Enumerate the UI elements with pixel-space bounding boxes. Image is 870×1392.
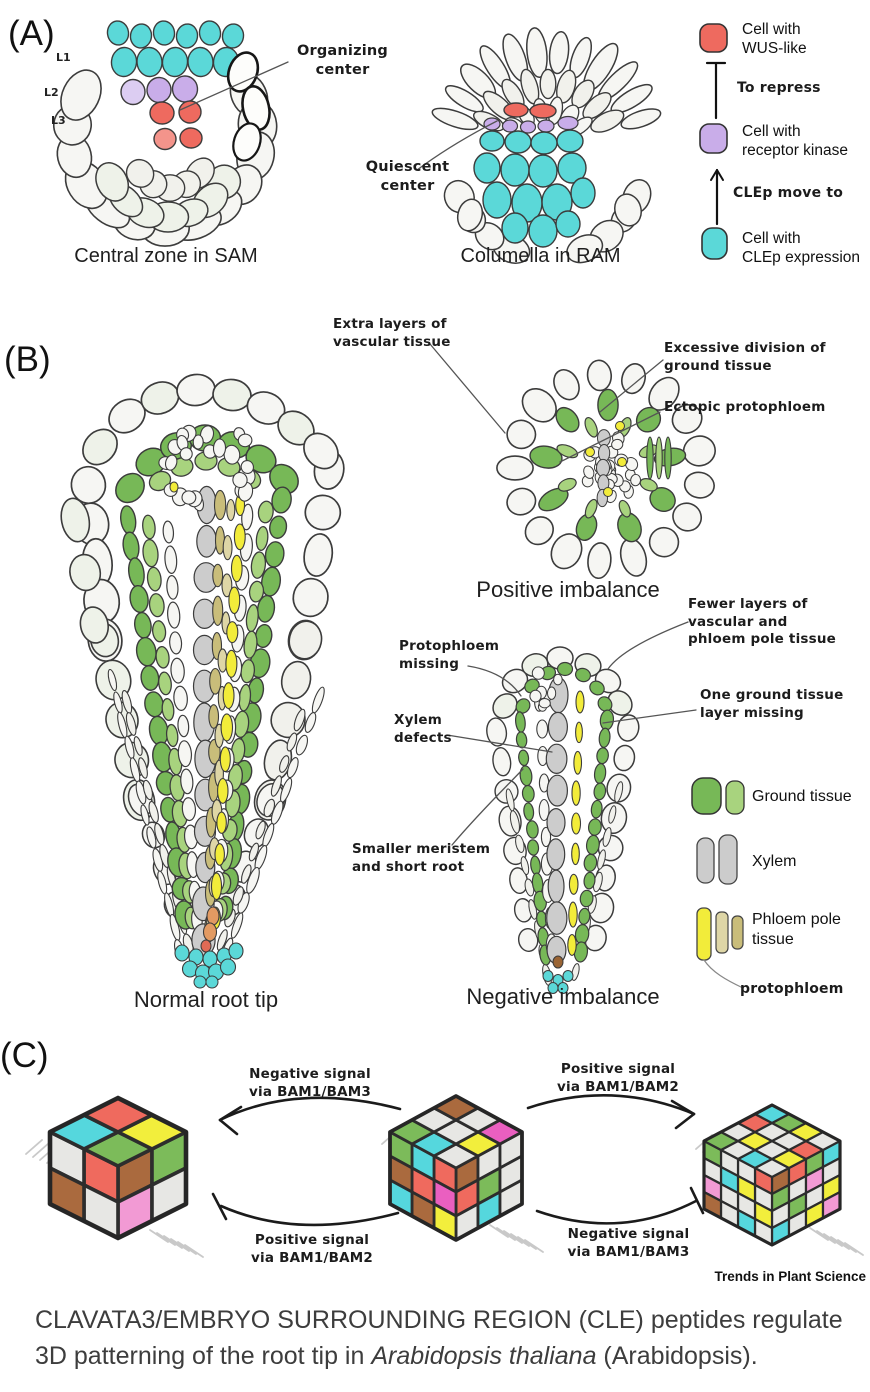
negative-imbalance-caption: Negative imbalance bbox=[466, 984, 660, 1009]
panel-b-legend bbox=[691, 777, 745, 989]
layer-label-l1: L1 bbox=[56, 51, 71, 64]
legend-clep-expression-label: Cell with CLEp expression bbox=[742, 230, 861, 267]
excessive-division-annotation: Excessive division of ground tissue bbox=[664, 340, 826, 374]
organizing-center-annotation: Organizing center bbox=[296, 43, 389, 78]
positive-signal-right-label: Positive signal via BAM1/BAM2 bbox=[557, 1061, 679, 1095]
panel-b-label: (B) bbox=[4, 340, 51, 379]
normal-root-diagram bbox=[60, 373, 345, 989]
layer-label-l3: L3 bbox=[51, 114, 66, 127]
legend-wus-label: Cell with WUS-like bbox=[742, 21, 807, 58]
fewer-layers-annotation: Fewer layers of vascular and phloem pole… bbox=[688, 596, 837, 648]
legend-clep-move-label: CLEp move to bbox=[733, 185, 844, 201]
quiescent-center-annotation: Quiescent center bbox=[365, 159, 450, 194]
panel-a-legend bbox=[699, 23, 728, 260]
caption-line1: CLAVATA3/EMBRYO SURROUNDING REGION (CLE)… bbox=[35, 1306, 843, 1334]
positive-imbalance-diagram bbox=[429, 343, 716, 580]
normal-root-caption: Normal root tip bbox=[133, 987, 279, 1012]
smaller-meristem-annotation: Smaller meristem and short root bbox=[352, 841, 491, 875]
xylem-defects-annotation: Xylem defects bbox=[394, 712, 452, 746]
ram-caption: Columella in RAM bbox=[460, 245, 621, 267]
legend-receptor-label: Cell with receptor kinase bbox=[742, 123, 848, 160]
ectopic-protophloem-annotation: Ectopic protophloem bbox=[664, 399, 826, 415]
cube-2x2 bbox=[25, 1095, 204, 1258]
sam-caption: Central zone in SAM bbox=[74, 245, 258, 267]
species-name: Arabidopsis thaliana bbox=[371, 1341, 597, 1370]
journal-name: Trends in Plant Science bbox=[714, 1269, 866, 1284]
panel-c-label: (C) bbox=[0, 1036, 49, 1075]
sam-diagram bbox=[52, 20, 289, 247]
legend-xylem-label: Xylem bbox=[752, 853, 797, 870]
figure-caption: CLAVATA3/EMBRYO SURROUNDING REGION (CLE)… bbox=[35, 1303, 847, 1374]
one-ground-annotation: One ground tissue layer missing bbox=[700, 687, 844, 721]
caption-line2: 3D patterning of the root tip in Arabido… bbox=[35, 1341, 758, 1370]
negative-imbalance-diagram bbox=[446, 621, 697, 994]
panel-a-label: (A) bbox=[8, 14, 55, 53]
negative-signal-left-label: Negative signal via BAM1/BAM3 bbox=[249, 1066, 371, 1100]
legend-phloem-pole-label: Phloem pole tissue bbox=[752, 911, 841, 948]
legend-ground-tissue-label: Ground tissue bbox=[752, 788, 852, 805]
layer-label-l2: L2 bbox=[44, 86, 59, 99]
signal-arrows bbox=[211, 1094, 705, 1227]
cube-3x3 bbox=[381, 1094, 544, 1253]
legend-protophloem-label: protophloem bbox=[740, 981, 844, 997]
legend-repress-label: To repress bbox=[737, 80, 821, 96]
positive-signal-left-label: Positive signal via BAM1/BAM2 bbox=[251, 1232, 373, 1266]
negative-signal-right-label: Negative signal via BAM1/BAM3 bbox=[567, 1226, 690, 1260]
positive-imbalance-caption: Positive imbalance bbox=[476, 577, 660, 602]
cube-4x4 bbox=[695, 1103, 864, 1256]
extra-layers-annotation: Extra layers of vascular tissue bbox=[333, 316, 451, 350]
ram-diagram bbox=[416, 27, 662, 264]
protophloem-missing-annotation: Protophloem missing bbox=[399, 638, 500, 672]
